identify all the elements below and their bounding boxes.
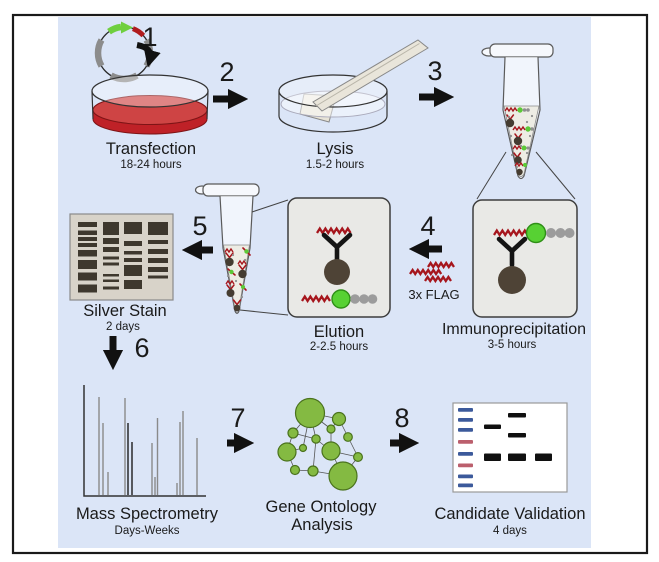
step-number-5: 5 bbox=[192, 211, 207, 241]
microcentrifuge-tube-eluate-icon bbox=[194, 183, 260, 314]
go-node bbox=[343, 432, 353, 442]
gel-lane-2 bbox=[103, 222, 119, 290]
go-node bbox=[307, 465, 319, 477]
petri-dish-transfection-icon bbox=[91, 74, 209, 135]
go-node bbox=[289, 464, 301, 476]
blot-ladder-lane bbox=[458, 408, 473, 488]
magnetic-bead-icon bbox=[498, 266, 526, 294]
zoom-callout-line bbox=[476, 151, 507, 200]
microcentrifuge-tube-ip-icon bbox=[481, 43, 554, 180]
stage-duration-immunoprecipitation: 3-5 hours bbox=[488, 339, 537, 351]
lysis-dish-icon bbox=[278, 39, 429, 133]
stage-duration-elution: 2-2.5 hours bbox=[310, 341, 368, 353]
figure-border bbox=[11, 13, 649, 555]
gene-ontology-network-icon bbox=[277, 397, 364, 491]
step-number-4: 4 bbox=[420, 211, 435, 241]
step-number-3: 3 bbox=[427, 56, 442, 86]
mass-spectrum-plot bbox=[83, 385, 206, 497]
go-node bbox=[353, 452, 364, 463]
step-number-2: 2 bbox=[219, 57, 234, 87]
flag-peptide-zigzags bbox=[409, 260, 455, 284]
western-blot-icon bbox=[452, 402, 568, 493]
stage-label-elution: Elution bbox=[314, 323, 364, 341]
cell-scraper-handle bbox=[312, 39, 429, 112]
stage-label-gene-ontology-line2: Analysis bbox=[291, 516, 352, 534]
go-node bbox=[328, 461, 358, 491]
step-number-7: 7 bbox=[230, 403, 245, 433]
silver-stain-gel-icon bbox=[69, 213, 174, 301]
gel-lane-4 bbox=[148, 222, 168, 279]
stage-label-mass-spectrometry: Mass Spectrometry bbox=[76, 505, 219, 523]
stage-duration-transfection: 18-24 hours bbox=[120, 159, 182, 171]
flag-epitope-zigzag bbox=[316, 226, 352, 236]
stage-label-lysis: Lysis bbox=[317, 140, 354, 158]
immunoprecipitation-box bbox=[472, 199, 578, 318]
go-node bbox=[311, 434, 321, 444]
gel-lane-1 bbox=[78, 222, 97, 293]
zoom-callout-line bbox=[251, 199, 289, 213]
eluted-flag-zigzag bbox=[301, 294, 331, 304]
go-node bbox=[298, 443, 308, 453]
stage-duration-mass-spectrometry: Days-Weeks bbox=[115, 525, 180, 537]
spectrum-axes bbox=[83, 385, 206, 497]
stage-label-transfection: Transfection bbox=[106, 140, 196, 158]
dish-bottom bbox=[278, 115, 388, 133]
go-node bbox=[326, 424, 336, 434]
go-node bbox=[321, 441, 341, 461]
stage-label-silver-stain: Silver Stain bbox=[83, 302, 166, 320]
tube-cap bbox=[202, 183, 260, 197]
anti-flag-antibody-icon bbox=[496, 236, 528, 268]
reagent-label-3x-flag: 3x FLAG bbox=[408, 287, 459, 302]
flag-epitope-zigzag bbox=[493, 228, 529, 238]
anti-flag-antibody-icon bbox=[321, 232, 353, 262]
stage-label-immunoprecipitation: Immunoprecipitation bbox=[442, 321, 586, 338]
stage-duration-candidate-validation: 4 days bbox=[493, 525, 527, 537]
zoom-callout-line bbox=[239, 309, 289, 316]
tube-cap bbox=[489, 43, 554, 58]
go-node bbox=[294, 397, 326, 429]
zoom-callout-line bbox=[535, 151, 576, 200]
go-node bbox=[331, 411, 347, 427]
step-number-8: 8 bbox=[394, 403, 409, 433]
plasmid-promoter-arrow bbox=[107, 23, 122, 35]
stage-duration-lysis: 1.5-2 hours bbox=[306, 159, 364, 171]
eluted-bait-protein-icon bbox=[331, 289, 351, 309]
gel-lane-3 bbox=[124, 222, 142, 289]
step-number-1: 1 bbox=[142, 22, 157, 52]
blot-sample-lanes bbox=[484, 413, 552, 461]
step-number-6: 6 bbox=[134, 333, 149, 363]
stage-label-candidate-validation: Candidate Validation bbox=[434, 505, 585, 523]
magnetic-bead-icon bbox=[324, 259, 350, 285]
arrow-1-curved bbox=[136, 42, 161, 68]
stage-label-gene-ontology-line1: Gene Ontology bbox=[266, 498, 378, 516]
stage-duration-silver-stain: 2 days bbox=[106, 321, 140, 333]
bait-protein-icon bbox=[525, 222, 547, 244]
elution-box bbox=[287, 197, 391, 318]
go-node bbox=[277, 442, 297, 462]
dish-rim bbox=[91, 74, 209, 108]
plasmid-insert-segment bbox=[131, 26, 146, 38]
go-node bbox=[287, 427, 299, 439]
